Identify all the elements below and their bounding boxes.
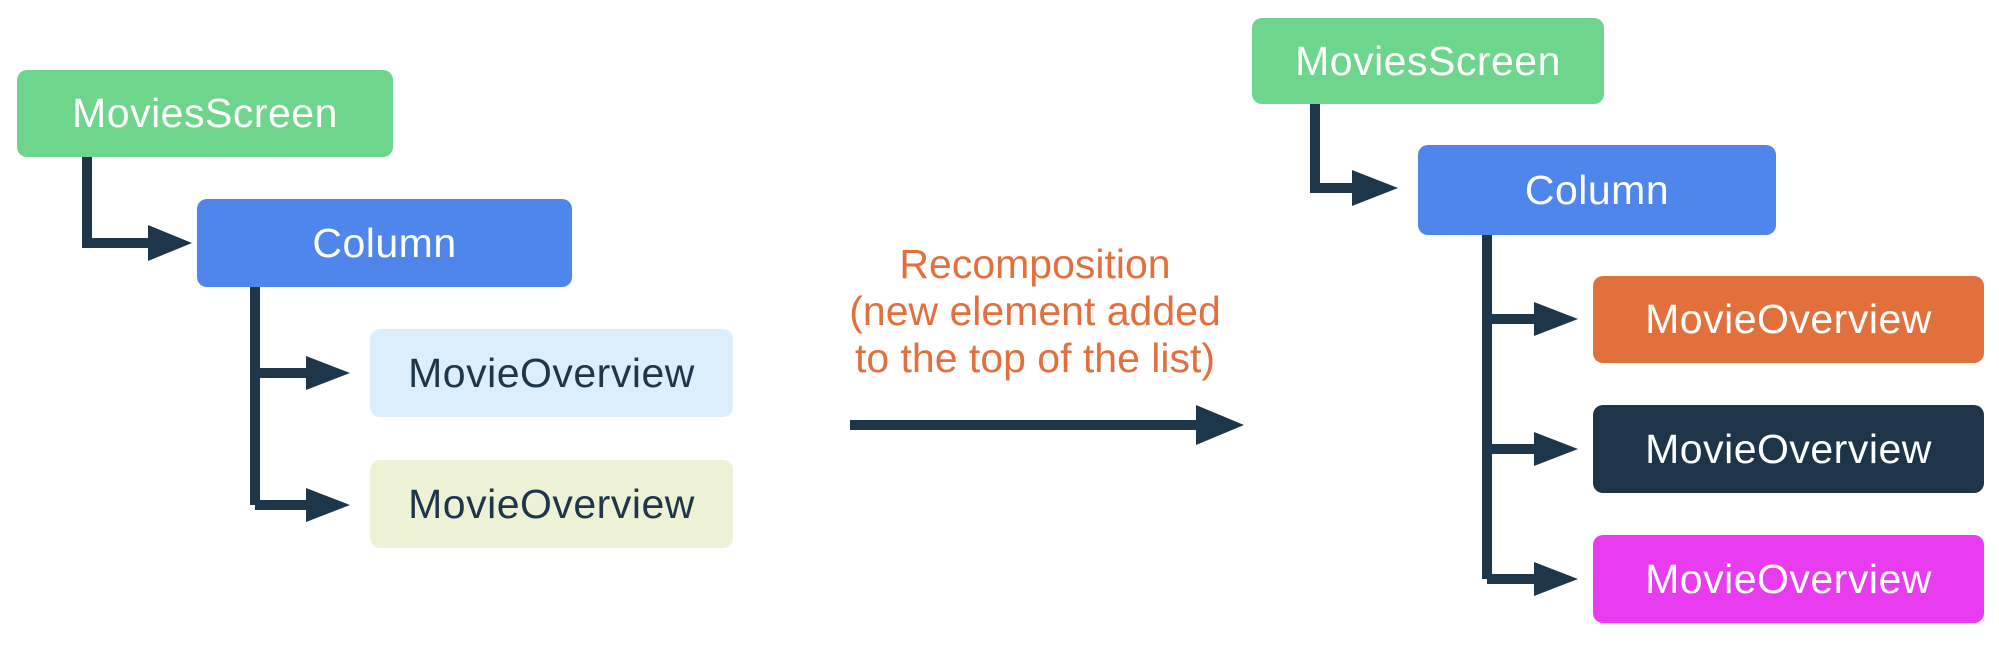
- after-node-movieoverview-2: MovieOverview: [1593, 405, 1984, 493]
- after-arrowhead-branch-2: [1534, 432, 1578, 466]
- transition-label-line-1: Recomposition: [899, 241, 1171, 287]
- before-node-movieoverview-2: MovieOverview: [370, 460, 733, 548]
- before-arrowhead-branch-1: [306, 356, 350, 390]
- after-connector-screen-to-column: [1310, 103, 1356, 193]
- transition-label-line-2: (new element added: [849, 288, 1221, 334]
- after-node-movieoverview-1: MovieOverview: [1593, 276, 1984, 363]
- transition-arrowhead: [1196, 405, 1244, 445]
- after-node-movieoverview-3: MovieOverview: [1593, 535, 1984, 623]
- before-node-movieoverview-1: MovieOverview: [370, 329, 733, 417]
- before-node-column: Column: [197, 199, 572, 287]
- before-arrowhead-branch-2: [306, 488, 350, 522]
- after-arrowhead-branch-3: [1534, 562, 1578, 596]
- before-node-moviesscreen: MoviesScreen: [17, 70, 393, 157]
- after-arrowhead-screen-to-column: [1352, 170, 1398, 206]
- before-connector-screen-to-column: [82, 157, 152, 248]
- after-arrowhead-branch-1: [1534, 302, 1578, 336]
- transition-label: Recomposition (new element added to the …: [815, 241, 1255, 382]
- transition-label-line-3: to the top of the list): [854, 335, 1216, 381]
- after-node-column: Column: [1418, 145, 1776, 235]
- before-arrowhead-screen-to-column: [148, 225, 192, 261]
- after-node-moviesscreen: MoviesScreen: [1252, 18, 1604, 104]
